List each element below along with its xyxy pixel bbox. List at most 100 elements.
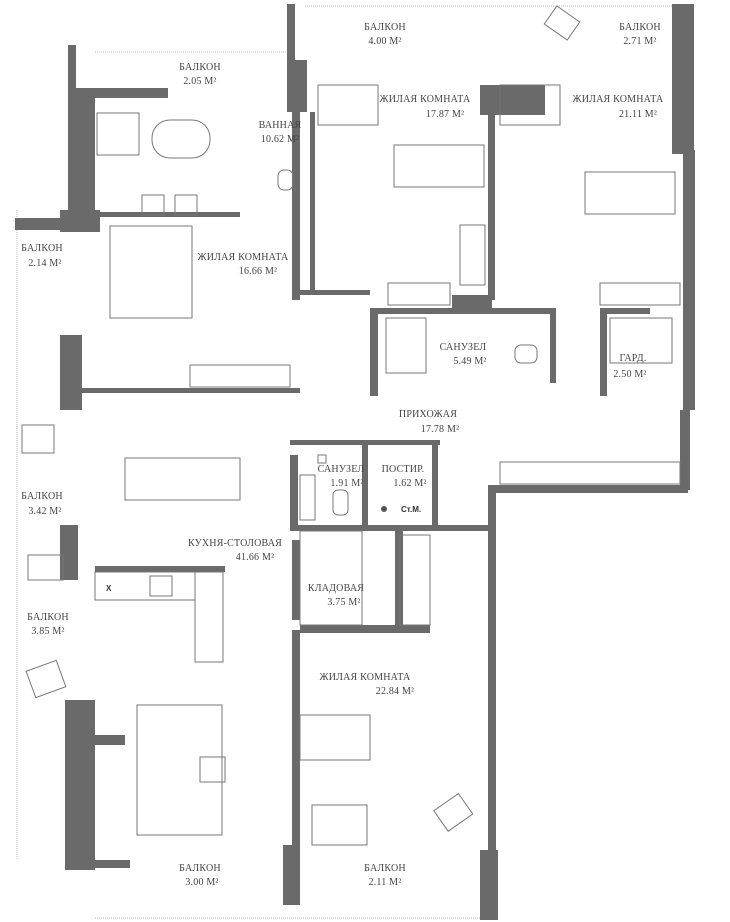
- wardrobe-icon: [499, 461, 681, 485]
- room-label-text: БАЛКОН: [21, 491, 63, 502]
- desk-icon: [499, 84, 561, 126]
- room-label-text: 2.05 М²: [183, 76, 216, 87]
- room-label-text: ПРИХОЖАЯ: [399, 409, 457, 420]
- room-label-kitchen: КУХНЯ-СТОЛОВАЯ 41.66 М²: [188, 538, 282, 563]
- room-label-text: 4.00 М²: [368, 36, 401, 47]
- room-label-text: БАЛКОН: [619, 22, 661, 33]
- room-label-text: ЖИЛАЯ КОМНАТА: [380, 94, 471, 105]
- toilet-icon: [332, 489, 349, 516]
- kitchen-counter: [194, 571, 224, 663]
- room-label-hallway: ПРИХОЖАЯ 17.78 М²: [399, 409, 459, 435]
- room-label-text: ЖИЛАЯ КОМНАТА: [320, 672, 411, 683]
- dining-table-icon: [124, 457, 241, 501]
- room-label-balcony-205: БАЛКОН 2.05 М²: [179, 62, 221, 87]
- room-label-text: САНУЗЕЛ: [440, 342, 487, 353]
- shower-icon: [299, 474, 316, 521]
- storage-shelves: [299, 530, 363, 626]
- room-label-balcony-385: БАЛКОН 3.85 М²: [27, 612, 69, 637]
- room-label-text: ВАННАЯ: [259, 120, 302, 131]
- room-label-text: 1.62 М²: [393, 478, 426, 489]
- walls: [15, 4, 695, 920]
- wardrobe-icon: [459, 224, 486, 286]
- bed-icon: [299, 714, 371, 761]
- room-label-laundry: ПОСТИР. 1.62 М²: [382, 464, 427, 489]
- room-label-text: 2.71 М²: [623, 36, 656, 47]
- sink-icon: [174, 194, 198, 216]
- cabinet-icon: [27, 554, 64, 581]
- pouf-icon: [199, 756, 226, 783]
- room-label-text: САНУЗЕЛ: [318, 464, 365, 475]
- room-label-balcony-400: БАЛКОН 4.00 М²: [364, 22, 406, 47]
- room-label-text: 3.85 М²: [31, 626, 64, 637]
- room-label-text: БАЛКОН: [27, 612, 69, 623]
- wardrobe-icon: [609, 317, 673, 364]
- room-label-living-1787: ЖИЛАЯ КОМНАТА 17.87 М²: [380, 94, 471, 120]
- room-label-text: 17.87 М²: [426, 109, 465, 120]
- wardrobe-icon: [599, 282, 681, 306]
- toilet-icon: [277, 169, 294, 191]
- room-label-text: ГАРД.: [619, 353, 646, 364]
- room-label-text: 41.66 М²: [236, 552, 275, 563]
- sink-icon: [317, 454, 327, 464]
- room-label-text: БАЛКОН: [21, 243, 63, 254]
- bed-icon: [393, 144, 485, 188]
- room-label-living-2111: ЖИЛАЯ КОМНАТА 21.11 М²: [573, 94, 664, 120]
- room-label-balcony-300: БАЛКОН 3.00 М²: [179, 863, 221, 888]
- room-label-text: 21.11 М²: [619, 109, 657, 120]
- room-label-living-2284: ЖИЛАЯ КОМНАТА 22.84 М²: [320, 672, 415, 697]
- wardrobe-icon: [189, 364, 291, 388]
- room-label-text: 3.75 М²: [327, 597, 360, 608]
- room-label-text: БАЛКОН: [179, 62, 221, 73]
- sink-icon: [141, 194, 165, 216]
- room-label-text: 2.11 М²: [369, 877, 402, 888]
- room-label-text: 1.91 М²: [330, 478, 363, 489]
- armchair-icon: [543, 5, 581, 41]
- wardrobe-icon: [387, 282, 451, 306]
- room-label-text: 22.84 М²: [376, 686, 415, 697]
- room-label-text: 3.42 М²: [28, 506, 61, 517]
- room-label-balcony-214: БАЛКОН 2.14 М²: [21, 243, 63, 269]
- desk-icon: [317, 84, 379, 126]
- bed-icon: [584, 171, 676, 215]
- armchair-icon: [433, 792, 474, 832]
- room-label-text: 3.00 М²: [185, 877, 218, 888]
- toilet-icon: [514, 344, 538, 364]
- room-label-text: БАЛКОН: [179, 863, 221, 874]
- room-label-text: КУХНЯ-СТОЛОВАЯ: [188, 538, 282, 549]
- sink-icon: [149, 575, 173, 597]
- room-label-wardrobe: ГАРД. 2.50 М²: [613, 353, 646, 380]
- double-bed-icon: [109, 225, 193, 319]
- balcony-glazing: [16, 5, 672, 919]
- room-label-wc-549: САНУЗЕЛ 5.49 М²: [440, 342, 487, 367]
- bathtub-icon: [151, 119, 211, 159]
- room-label-text: ПОСТИР.: [382, 464, 425, 475]
- washing-machine-label: Ст.М.: [401, 505, 421, 514]
- room-label-balcony-342: БАЛКОН 3.42 М²: [21, 491, 63, 517]
- shower-icon: [385, 317, 427, 374]
- armchair-icon: [25, 659, 67, 699]
- room-label-text: ЖИЛАЯ КОМНАТА: [198, 252, 289, 263]
- washing-machine-icon: [381, 506, 387, 512]
- desk-icon: [311, 804, 368, 846]
- cooktop-mark: X: [106, 584, 112, 593]
- room-label-text: БАЛКОН: [364, 863, 406, 874]
- furniture: [21, 5, 681, 846]
- room-label-text: 2.50 М²: [613, 369, 646, 380]
- room-label-text: ЖИЛАЯ КОМНАТА: [573, 94, 664, 105]
- room-label-text: 5.49 М²: [453, 356, 486, 367]
- room-label-text: 2.14 М²: [28, 258, 61, 269]
- room-label-living-1666: ЖИЛАЯ КОМНАТА 16.66 М²: [198, 252, 289, 277]
- shower-icon: [96, 112, 140, 156]
- room-label-text: 16.66 М²: [239, 266, 278, 277]
- room-label-balcony-271: БАЛКОН 2.71 М²: [619, 22, 661, 47]
- armchair-icon: [21, 424, 55, 454]
- room-label-text: БАЛКОН: [364, 22, 406, 33]
- room-label-balcony-211: БАЛКОН 2.11 М²: [364, 863, 406, 888]
- room-label-text: КЛАДОВАЯ: [308, 583, 364, 594]
- room-label-wc-191: САНУЗЕЛ 1.91 М²: [318, 464, 365, 489]
- wardrobe-icon: [399, 534, 431, 626]
- room-label-text: 17.78 М²: [421, 424, 460, 435]
